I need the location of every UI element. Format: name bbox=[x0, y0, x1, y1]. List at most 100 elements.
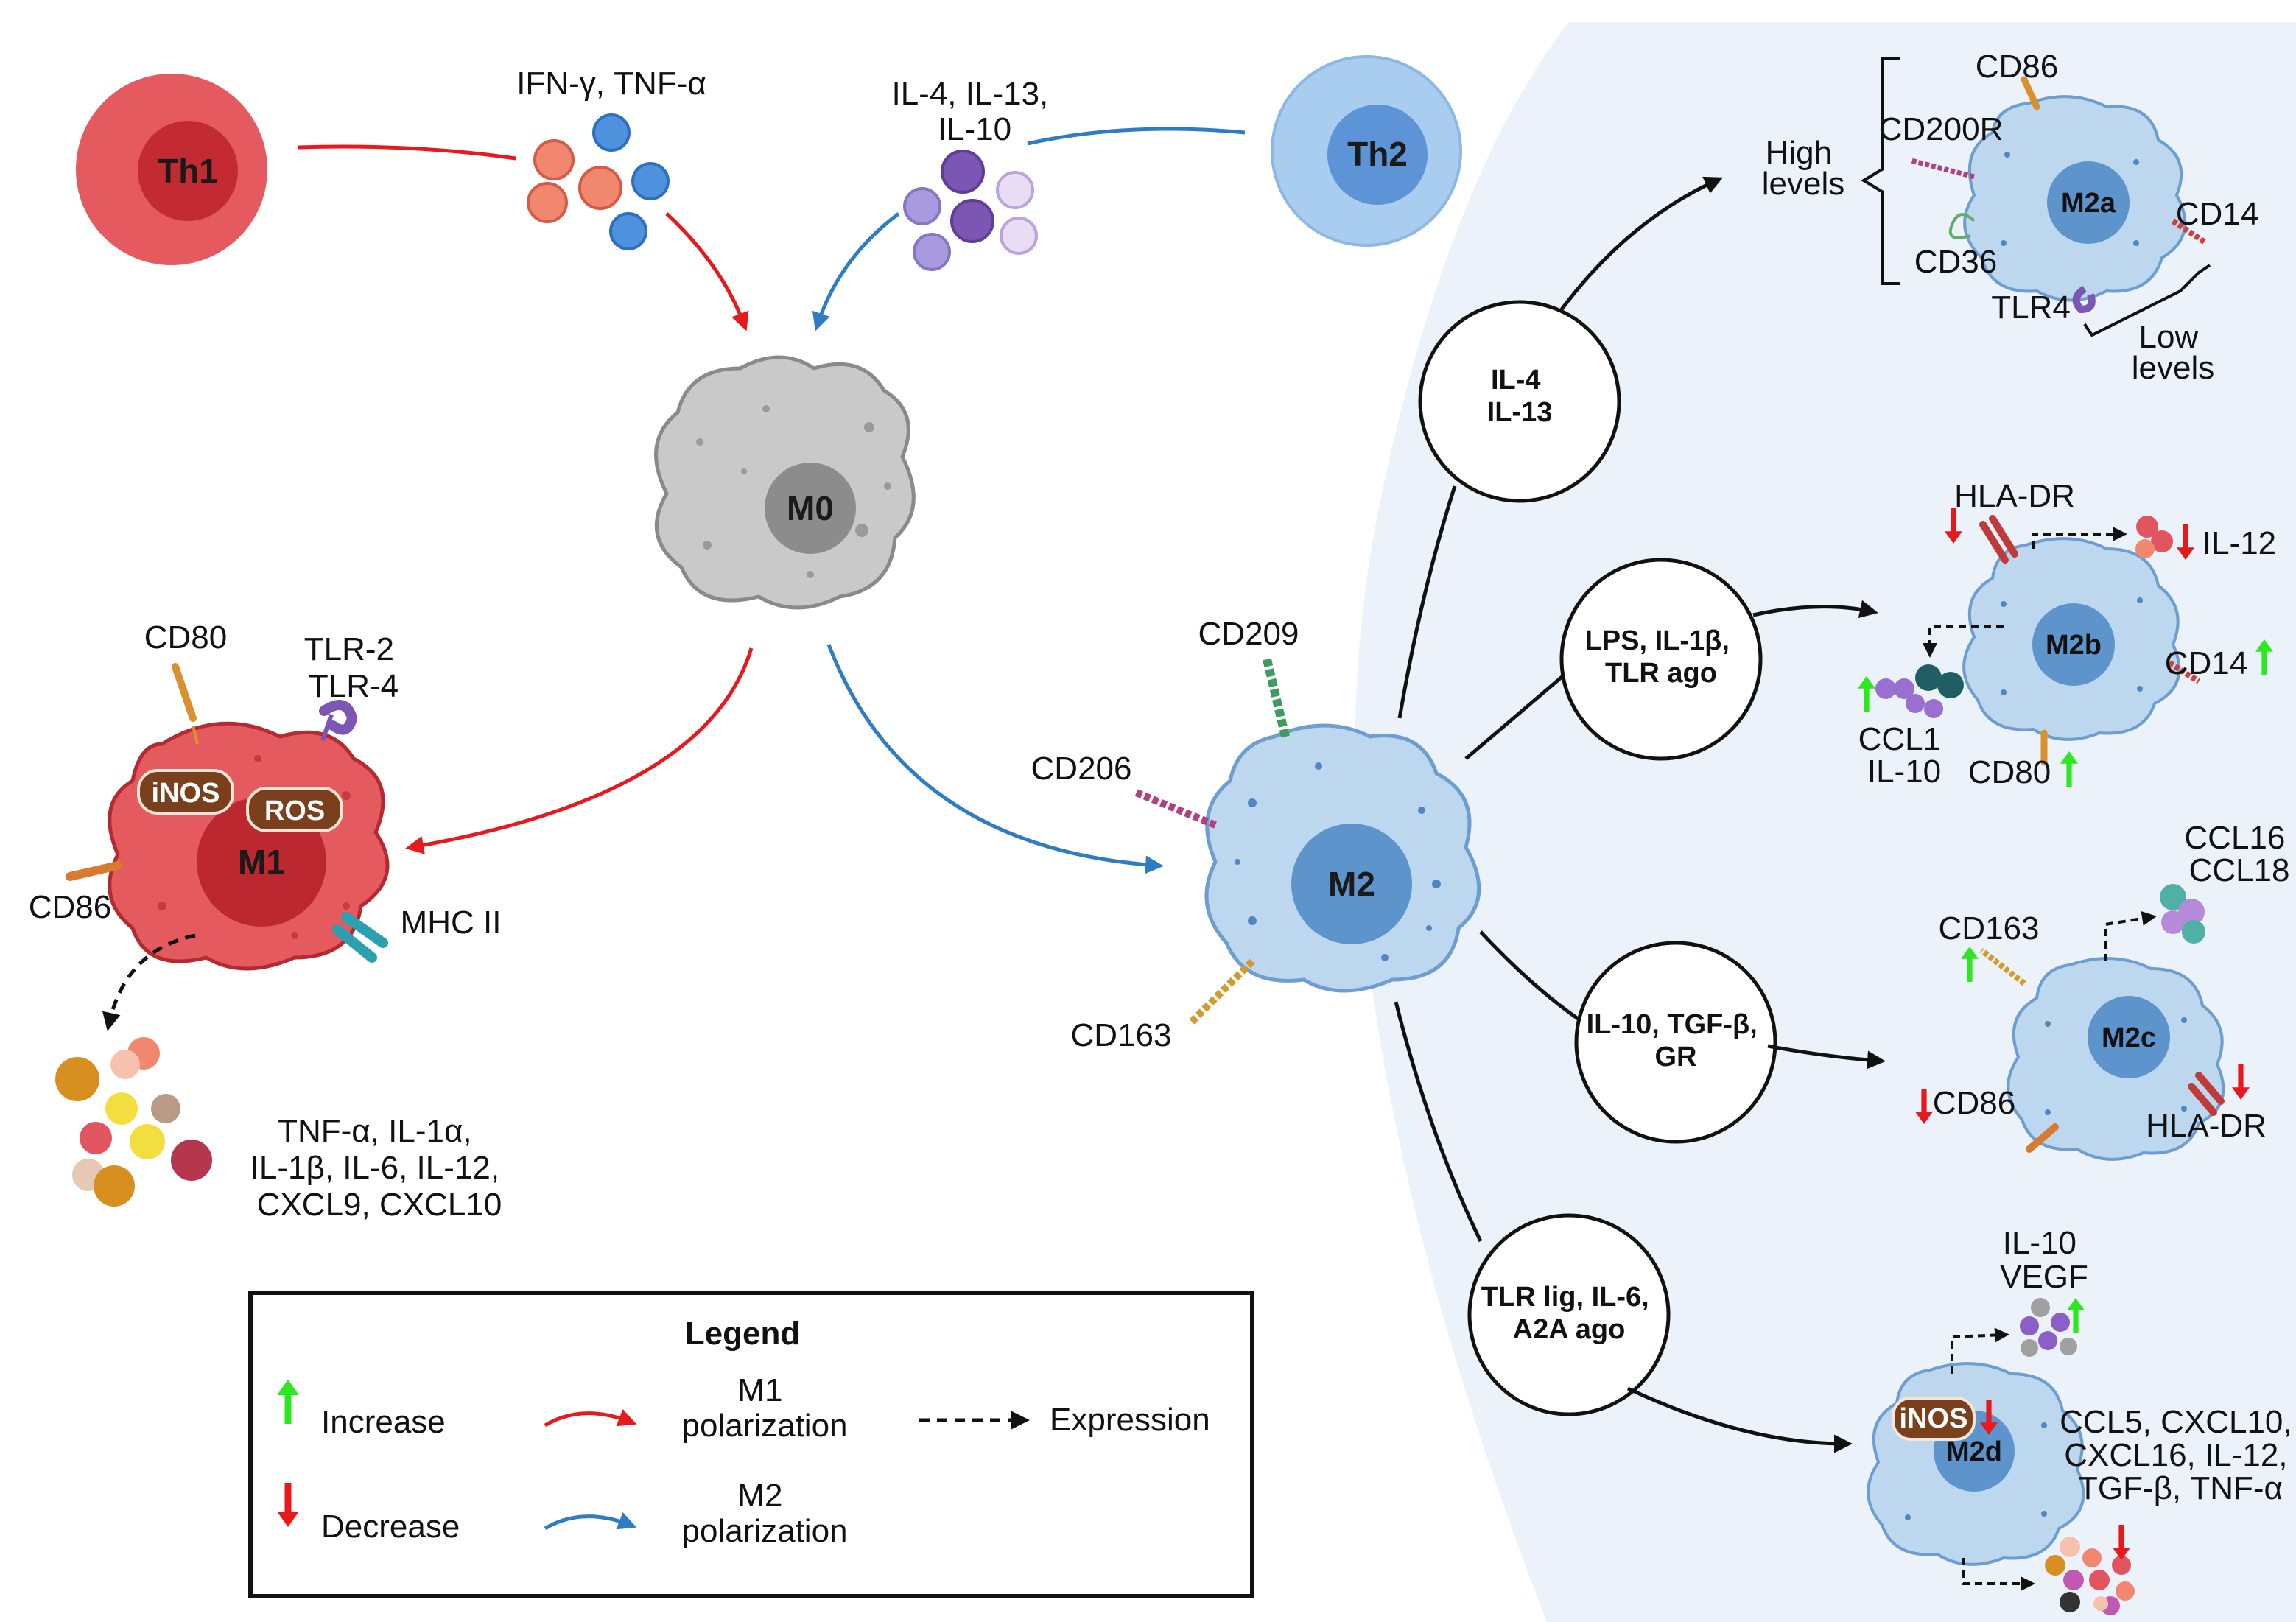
m2a-tlr4-receptor-icon bbox=[2072, 285, 2096, 314]
th1-label: Th1 bbox=[158, 152, 218, 190]
m2c-label: M2c bbox=[2102, 1022, 2156, 1053]
legend-decrease-label: Decrease bbox=[321, 1509, 460, 1545]
m2c-ccl-label: CCL16 CCL18 bbox=[2184, 820, 2294, 888]
m1-cd86-label: CD86 bbox=[29, 889, 112, 925]
m1-tlr-label: TLR-2 TLR-4 bbox=[304, 631, 403, 704]
m2a-tlr4-label: TLR4 bbox=[1991, 289, 2071, 326]
th1-cytokines-label: IFN-γ, TNF-α bbox=[516, 66, 706, 102]
m1-cd80-label: CD80 bbox=[144, 619, 228, 656]
m2-cd163-receptor-icon bbox=[1187, 958, 1255, 1027]
m1-cd86-receptor-icon bbox=[66, 861, 122, 881]
m2-cd163-label: CD163 bbox=[1071, 1017, 1172, 1053]
m2c-cd86-receptor-icon bbox=[2026, 1123, 2059, 1153]
m2a-low-levels-bracket bbox=[2083, 264, 2211, 337]
m0-label: M0 bbox=[787, 489, 834, 527]
m2b-cell: M2b bbox=[1962, 537, 2181, 741]
svg-text:IL-4 IL-13: IL-4 IL-13 bbox=[1487, 365, 1553, 428]
m2a-cd200r-label: CD200R bbox=[1879, 111, 2004, 147]
m2a-cell: M2a bbox=[1963, 95, 2187, 302]
legend-increase-label: Increase bbox=[321, 1404, 446, 1440]
m2d-cell: M2d iNOS bbox=[1867, 1362, 2085, 1566]
th1-to-m0-arrow bbox=[665, 212, 749, 331]
m2b-stimulus-arrow bbox=[1752, 600, 1878, 619]
m2a-cd200r-receptor-icon bbox=[1911, 158, 1975, 180]
m2a-cd14-receptor-icon bbox=[2171, 218, 2208, 246]
m2b-hladr-receptor-icon bbox=[1979, 515, 2018, 564]
m2-to-m2c-branch bbox=[1479, 930, 1581, 1022]
m2-cell: M2 bbox=[1204, 723, 1481, 993]
svg-text:LPS, IL-1β, TLR ago: LPS, IL-1β, TLR ago bbox=[1585, 625, 1738, 689]
m2a-cd36-label: CD36 bbox=[1914, 244, 1998, 280]
m2d-il10-vegf-label: IL-10 VEGF bbox=[2000, 1225, 2088, 1295]
m2b-cd14-label: CD14 bbox=[2165, 645, 2248, 681]
legend-m2-arrow-icon bbox=[544, 1512, 637, 1531]
m2d-vegf-cytokine-cluster bbox=[2020, 1298, 2077, 1357]
m2c-ccl-expression-arrow bbox=[2104, 911, 2157, 961]
th2-signal-line bbox=[1027, 127, 1246, 146]
m2-cd209-label: CD209 bbox=[1198, 616, 1299, 652]
m2a-low-levels-label: Low levels bbox=[2132, 319, 2215, 386]
m2d-secreted-label: CCL5, CXCL10, CXCL16, IL-12, TGF-β, TNF-… bbox=[2060, 1404, 2296, 1506]
legend-m2-label: M2 polarization bbox=[681, 1478, 847, 1549]
m2d-secreted-cytokine-cluster bbox=[2045, 1537, 2135, 1615]
m2a-cd86-label: CD86 bbox=[1976, 49, 2059, 85]
m2c-hladr-receptor-icon bbox=[2188, 1072, 2225, 1116]
m2b-cd80-label: CD80 bbox=[1968, 754, 2051, 790]
m2a-cd36-receptor-icon bbox=[1948, 213, 1976, 239]
m2a-cd86-receptor-icon bbox=[2021, 76, 2040, 110]
m2a-high-levels-label: High levels bbox=[1762, 135, 1845, 202]
m2-to-m2d-branch bbox=[1394, 1001, 1483, 1243]
th2-to-m0-arrow bbox=[812, 212, 900, 331]
m2-to-m2a-branch bbox=[1397, 485, 1457, 719]
m2d-stimulus-circle: TLR lig, IL-6, A2A ago bbox=[1467, 1213, 1671, 1416]
m2-cd209-receptor-icon bbox=[1263, 658, 1290, 738]
m2a-label: M2a bbox=[2061, 188, 2116, 219]
th2-cytokines-label: IL-4, IL-13, IL-10 bbox=[891, 76, 1057, 147]
m2c-cd86-label: CD86 bbox=[1933, 1085, 2016, 1121]
m1-cd80-receptor-icon bbox=[172, 663, 199, 745]
m0-cell: M0 bbox=[654, 355, 916, 610]
m2c-cd163-label: CD163 bbox=[1939, 910, 2040, 947]
m1-cell: M1 iNOS ROS bbox=[108, 721, 390, 971]
legend-m1-arrow-icon bbox=[544, 1408, 637, 1428]
m2-label: M2 bbox=[1328, 865, 1375, 903]
m2a-stimulus-arrow bbox=[1560, 176, 1724, 311]
legend-m1-label: M1 polarization bbox=[681, 1372, 847, 1444]
m2a-stimulus-circle: IL-4 IL-13 bbox=[1418, 300, 1621, 503]
th2-cytokine-cluster bbox=[903, 150, 1038, 271]
m2d-label: M2d bbox=[1946, 1436, 2002, 1467]
m2b-ccl1-cytokine-cluster bbox=[1875, 664, 1964, 718]
legend-title: Legend bbox=[685, 1316, 800, 1352]
th2-label: Th2 bbox=[1347, 135, 1408, 173]
m2c-stimulus-circle: IL-10, TGF-β, GR bbox=[1574, 941, 1777, 1144]
m2a-cd14-label: CD14 bbox=[2176, 196, 2259, 232]
m2-cd206-label: CD206 bbox=[1031, 751, 1132, 787]
m1-inos-badge: iNOS bbox=[152, 778, 220, 809]
m1-expression-arrow bbox=[102, 933, 196, 1031]
th2-cell: Th2 bbox=[1271, 55, 1462, 247]
m1-mhc-receptor-icon bbox=[332, 912, 388, 963]
m2c-ccl-cytokine-cluster bbox=[2160, 884, 2205, 944]
m1-ros-badge: ROS bbox=[264, 796, 325, 826]
m2-cd206-receptor-icon bbox=[1133, 788, 1217, 829]
m1-mhc-label: MHC II bbox=[401, 905, 502, 941]
m1-tlr-receptor-icon bbox=[319, 700, 358, 741]
th1-cell: Th1 bbox=[76, 74, 267, 265]
m2-to-m2b-branch bbox=[1464, 673, 1567, 760]
m2c-stimulus-arrow bbox=[1767, 1044, 1886, 1070]
m2d-secreted-expression-arrow bbox=[1962, 1558, 2035, 1591]
m2d-stimulus-arrow bbox=[1626, 1386, 1853, 1453]
m1-label: M1 bbox=[238, 843, 285, 881]
m2b-il12-label: IL-12 bbox=[2202, 525, 2276, 561]
m0-to-m2-arrow bbox=[826, 644, 1164, 874]
m2b-il12-expression-arrow bbox=[2032, 527, 2127, 549]
m2a-high-levels-bracket bbox=[1861, 57, 1900, 285]
legend-expression-label: Expression bbox=[1050, 1402, 1210, 1438]
m1-secreted-label: TNF-α, IL-1α, IL-1β, IL-6, IL-12, CXCL9,… bbox=[250, 1113, 509, 1223]
m2c-cd163-receptor-icon bbox=[1979, 947, 2026, 986]
m1-secreted-cytokines-cluster bbox=[55, 1037, 212, 1207]
m2c-hladr-label: HLA-DR bbox=[2146, 1108, 2267, 1144]
m2b-ccl1-label: CCL1 IL-10 bbox=[1858, 721, 1951, 790]
m2c-cell: M2c bbox=[2007, 957, 2225, 1161]
